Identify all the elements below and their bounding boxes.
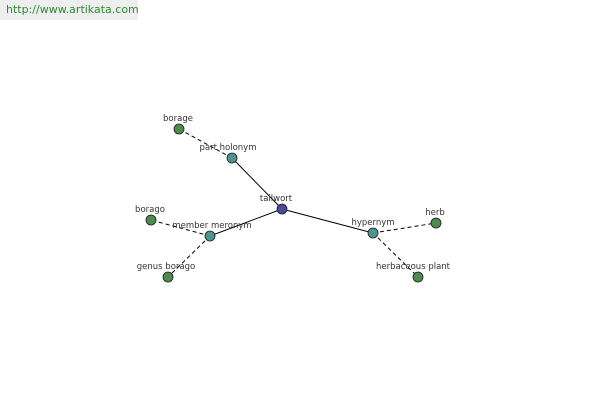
node-label-herb[interactable]: herb xyxy=(425,208,445,218)
edge-hypernym-to-herb xyxy=(372,222,437,234)
node-hypernym[interactable] xyxy=(367,227,379,239)
node-borage[interactable] xyxy=(173,123,185,135)
node-label-borago[interactable]: borago xyxy=(135,205,165,215)
site-url-link[interactable]: http://www.artikata.com xyxy=(6,3,139,16)
edge-part-holonym-to-borage xyxy=(178,128,233,159)
node-label-member-meronym[interactable]: member meronym xyxy=(172,221,251,231)
node-label-borage[interactable]: borage xyxy=(163,114,193,124)
node-label-hypernym[interactable]: hypernym xyxy=(351,218,394,228)
edge-tailwort-to-hypernym xyxy=(281,208,374,234)
edge-member-meronym-to-borago xyxy=(150,219,211,237)
edge-tailwort-to-member-meronym xyxy=(209,208,283,237)
node-borago[interactable] xyxy=(145,214,157,226)
labels-layer: tailwort part holonym member meronym hypern… xyxy=(135,114,451,272)
node-tailwort[interactable] xyxy=(276,203,288,215)
node-herbaceous-plant[interactable] xyxy=(412,271,424,283)
node-genus-borago[interactable] xyxy=(162,271,174,283)
node-label-tailwort[interactable]: tailwort xyxy=(260,194,293,204)
node-label-herbaceous-plant[interactable]: herbaceous plant xyxy=(376,262,451,272)
node-part-holonym[interactable] xyxy=(226,152,238,164)
edge-member-meronym-to-genus-borago xyxy=(167,235,211,278)
url-bar: http://www.artikata.com xyxy=(0,0,139,20)
edge-tailwort-to-part-holonym xyxy=(231,157,283,210)
node-label-genus-borago[interactable]: genus borago xyxy=(137,262,195,272)
node-herb[interactable] xyxy=(430,217,442,229)
node-member-meronym[interactable] xyxy=(204,230,216,242)
nodes-layer xyxy=(145,123,442,283)
node-label-part-holonym[interactable]: part holonym xyxy=(200,143,257,153)
edge-hypernym-to-herbaceous-plant xyxy=(372,232,419,278)
edges-layer xyxy=(150,128,437,278)
